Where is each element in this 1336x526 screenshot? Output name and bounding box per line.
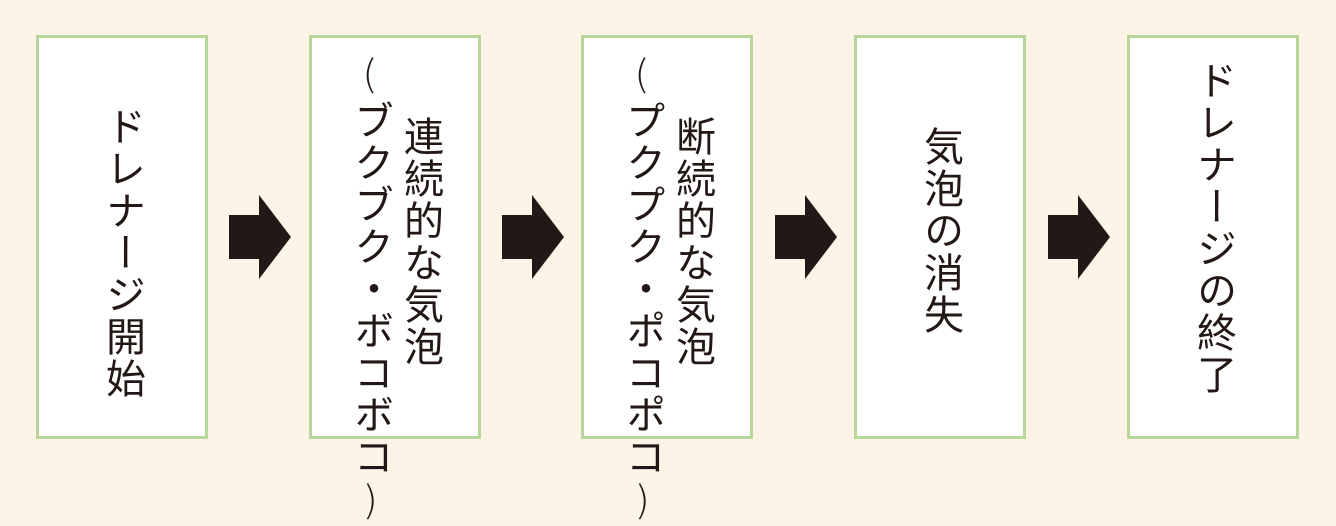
arrow-right-icon bbox=[1048, 195, 1110, 279]
step-label: 気泡の消失 bbox=[917, 126, 963, 336]
step-continuous-bubbles: 連続的な気泡 (ブクブク・ボコボコ) bbox=[309, 35, 481, 526]
step-sublabel: (ブクブク・ボコボコ) bbox=[347, 52, 393, 526]
step-drainage-end: ドレナージの終了 bbox=[1127, 35, 1299, 439]
arrow-right-icon bbox=[775, 195, 837, 279]
arrow-right-icon bbox=[229, 195, 291, 279]
step-bubbles-disappear: 気泡の消失 bbox=[854, 35, 1026, 439]
arrow-right-icon bbox=[502, 195, 564, 279]
step-label: 連続的な気泡 bbox=[397, 116, 443, 368]
step-label: ドレナージの終了 bbox=[1190, 60, 1236, 396]
step-sublabel: (プクプク・ポコポコ) bbox=[619, 52, 665, 526]
step-intermittent-bubbles: 断続的な気泡 (プクプク・ポコポコ) bbox=[581, 35, 753, 526]
step-drainage-start: ドレナージ開始 bbox=[36, 35, 208, 439]
step-label: ドレナージ開始 bbox=[99, 106, 145, 400]
step-label: 断続的な気泡 bbox=[669, 116, 715, 368]
